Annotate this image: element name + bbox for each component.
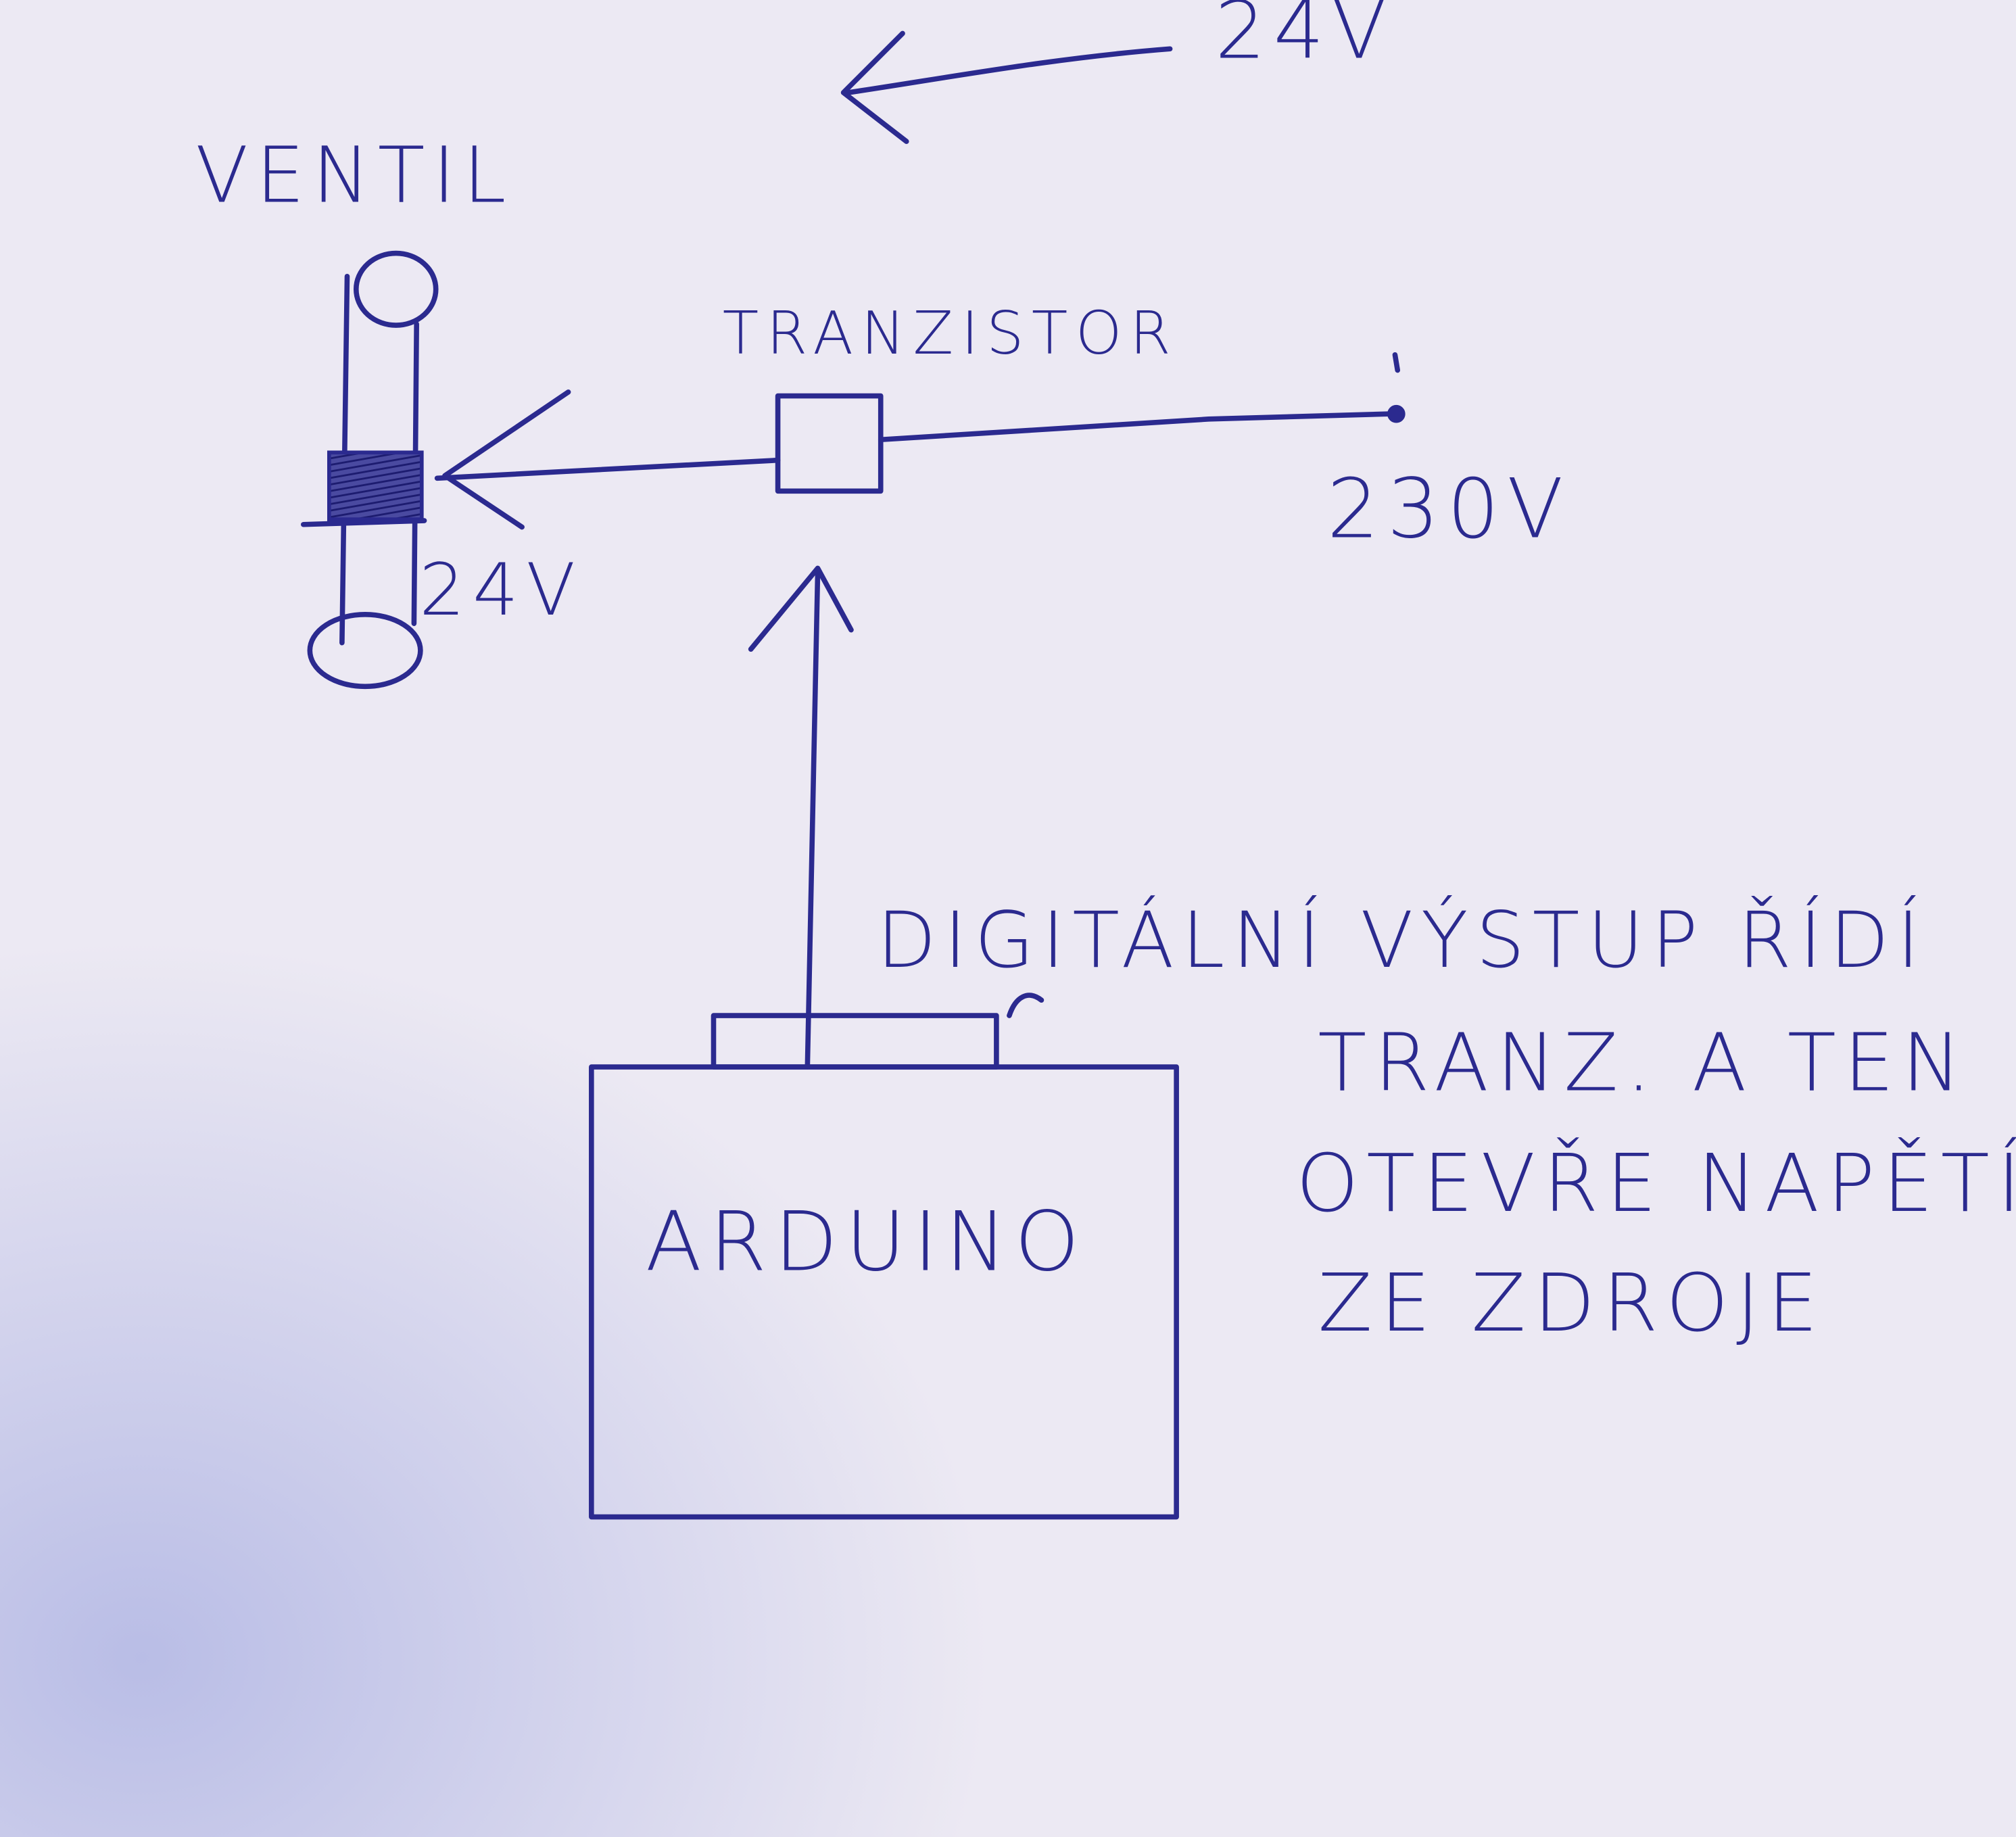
- note-text: DIGITÁLNÍ VÝSTUP ŘÍDÍ TRANZ. A TEN OTEVŘ…: [877, 895, 2016, 1350]
- arrow-transistor-to-valve: [434, 389, 781, 530]
- valve-voltage-label: 24V: [419, 548, 583, 632]
- valve-label: VENTIL: [195, 130, 514, 220]
- top-arrow: [840, 30, 1173, 144]
- pin-mark: [1007, 993, 1045, 1018]
- valve-drawing: [301, 250, 439, 690]
- arrow-arduino-to-transistor: [748, 565, 854, 1070]
- transistor-box: [775, 393, 884, 494]
- supply-line: [878, 352, 1406, 443]
- arduino-label: ARDUINO: [646, 1194, 1087, 1290]
- note-line-4: ZE ZDROJE: [1318, 1257, 1825, 1350]
- top-arrow-label: 24V: [1215, 0, 1394, 77]
- arduino-box: [589, 1064, 1179, 1520]
- note-line-3: OTEVŘE NAPĚTÍ: [1296, 1137, 2016, 1230]
- transistor-label: TRANZISTOR: [723, 299, 1178, 368]
- supply-label: 230V: [1327, 461, 1571, 557]
- note-line-1: DIGITÁLNÍ VÝSTUP ŘÍDÍ: [877, 895, 1927, 985]
- note-line-2: TRANZ. A TEN: [1318, 1016, 1969, 1109]
